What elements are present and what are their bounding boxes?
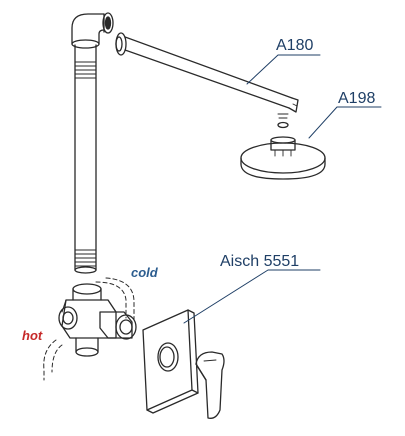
label-hot: hot (22, 328, 43, 343)
leader-a180 (246, 54, 321, 85)
leader-mixer (183, 269, 321, 324)
mixer-body (43, 277, 137, 381)
label-shower-head: A198 (338, 90, 376, 107)
trim-plate (142, 309, 199, 414)
lever-handle (195, 351, 225, 419)
label-cold: cold (131, 265, 158, 280)
shower-head (240, 113, 326, 180)
callout-leaders (183, 54, 382, 324)
leader-a198 (308, 106, 382, 139)
label-shower-arm: A180 (276, 37, 314, 54)
riser-pipe (74, 44, 97, 274)
label-mixer: Aisch 5551 (220, 253, 300, 270)
elbow-fitting (71, 12, 114, 49)
shower-arm (115, 32, 299, 113)
